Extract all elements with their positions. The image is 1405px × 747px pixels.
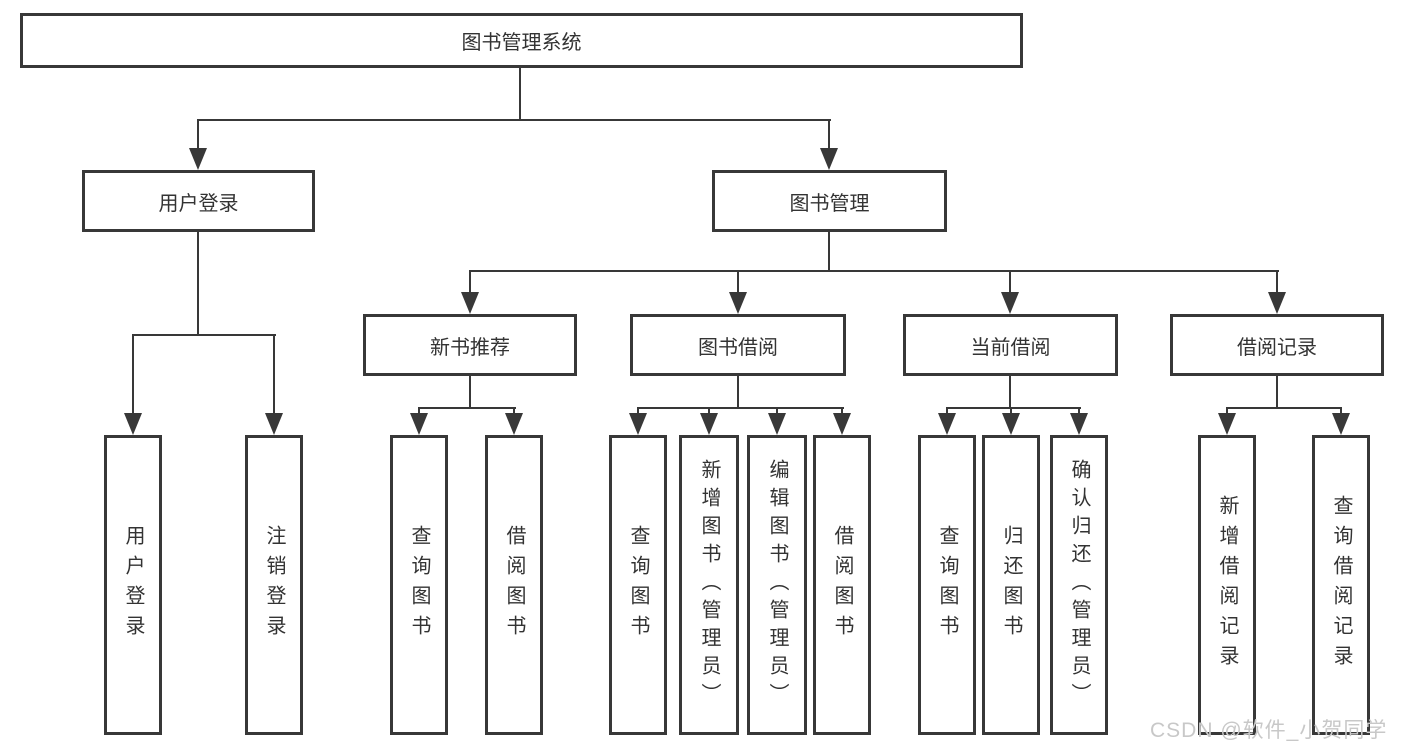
connector-line <box>418 407 420 415</box>
connector-line <box>1226 407 1228 415</box>
arrowhead-down-icon <box>729 292 747 314</box>
arrowhead-down-icon <box>461 292 479 314</box>
connector-line <box>1340 407 1342 415</box>
connector-line <box>737 376 739 409</box>
leaf-add-borrow-record-label: 新增借阅记录 <box>1216 495 1238 675</box>
leaf-edit-books-admin-label: 编辑图书（管理员） <box>766 459 788 711</box>
node-user-login-label: 用户登录 <box>158 192 239 215</box>
connector-line <box>708 407 710 415</box>
arrowhead-down-icon <box>1002 413 1020 435</box>
connector-line <box>1009 270 1011 293</box>
connector-line <box>828 119 830 150</box>
leaf-add-books-admin: 新增图书（管理员） <box>679 435 739 735</box>
connector-line <box>841 407 843 415</box>
node-current-borrow: 当前借阅 <box>903 314 1118 376</box>
connector-line <box>828 232 830 272</box>
leaf-current-query-books: 查询图书 <box>918 435 976 735</box>
leaf-recommend-query-books: 查询图书 <box>390 435 448 735</box>
connector-line <box>418 407 516 409</box>
connector-line <box>946 407 1081 409</box>
connector-line <box>1009 376 1011 409</box>
connector-line <box>469 270 471 293</box>
node-book-borrow: 图书借阅 <box>630 314 846 376</box>
connector-line <box>469 270 1279 272</box>
arrowhead-down-icon <box>1268 292 1286 314</box>
leaf-user-login-label: 用户登录 <box>122 525 144 645</box>
arrowhead-down-icon <box>700 413 718 435</box>
leaf-borrow-query-books-label: 查询图书 <box>627 525 649 645</box>
leaf-borrow-books: 借阅图书 <box>813 435 871 735</box>
node-book-borrow-label: 图书借阅 <box>698 336 778 359</box>
arrowhead-down-icon <box>1332 413 1350 435</box>
node-book-management-label: 图书管理 <box>789 192 870 215</box>
arrowhead-down-icon <box>768 413 786 435</box>
leaf-confirm-return-admin: 确认归还（管理员） <box>1050 435 1108 735</box>
arrowhead-down-icon <box>938 413 956 435</box>
node-user-login: 用户登录 <box>82 170 315 232</box>
connector-line <box>519 68 521 120</box>
arrowhead-down-icon <box>505 413 523 435</box>
leaf-current-query-books-label: 查询图书 <box>936 525 958 645</box>
node-borrow-records: 借阅记录 <box>1170 314 1384 376</box>
connector-line <box>1010 407 1012 415</box>
leaf-logout: 注销登录 <box>245 435 303 735</box>
connector-line <box>273 334 275 414</box>
leaf-recommend-borrow-books-label: 借阅图书 <box>503 525 525 645</box>
leaf-return-books-label: 归还图书 <box>1000 525 1022 645</box>
connector-line <box>1276 376 1278 409</box>
connector-line <box>513 407 515 415</box>
arrowhead-down-icon <box>189 148 207 170</box>
arrowhead-down-icon <box>265 413 283 435</box>
leaf-borrow-query-books: 查询图书 <box>609 435 667 735</box>
connector-line <box>197 232 199 336</box>
connector-line <box>469 376 471 409</box>
leaf-return-books: 归还图书 <box>982 435 1040 735</box>
connector-line <box>737 270 739 293</box>
arrowhead-down-icon <box>1001 292 1019 314</box>
leaf-user-login: 用户登录 <box>104 435 162 735</box>
connector-line <box>637 407 844 409</box>
arrowhead-down-icon <box>833 413 851 435</box>
connector-line <box>132 334 134 414</box>
arrowhead-down-icon <box>410 413 428 435</box>
node-new-book-recommend-label: 新书推荐 <box>430 336 510 359</box>
leaf-add-borrow-record: 新增借阅记录 <box>1198 435 1256 735</box>
leaf-recommend-borrow-books: 借阅图书 <box>485 435 543 735</box>
node-system-root-label: 图书管理系统 <box>461 32 582 54</box>
node-borrow-records-label: 借阅记录 <box>1237 336 1317 359</box>
arrowhead-down-icon <box>124 413 142 435</box>
leaf-borrow-books-label: 借阅图书 <box>831 525 853 645</box>
csdn-watermark: CSDN @软件_小贺同学 <box>1150 719 1388 742</box>
leaf-query-borrow-record: 查询借阅记录 <box>1312 435 1370 735</box>
node-current-borrow-label: 当前借阅 <box>970 336 1051 359</box>
leaf-recommend-query-books-label: 查询图书 <box>408 525 430 645</box>
connector-line <box>1078 407 1080 415</box>
leaf-confirm-return-admin-label: 确认归还（管理员） <box>1068 459 1090 711</box>
connector-line <box>1226 407 1342 409</box>
arrowhead-down-icon <box>1070 413 1088 435</box>
arrowhead-down-icon <box>820 148 838 170</box>
node-new-book-recommend: 新书推荐 <box>363 314 577 376</box>
connector-line <box>637 407 639 415</box>
connector-line <box>776 407 778 415</box>
leaf-logout-label: 注销登录 <box>263 525 285 645</box>
arrowhead-down-icon <box>1218 413 1236 435</box>
leaf-edit-books-admin: 编辑图书（管理员） <box>747 435 807 735</box>
connector-line <box>197 119 199 150</box>
node-system-root: 图书管理系统 <box>20 13 1023 68</box>
node-book-management: 图书管理 <box>712 170 947 232</box>
connector-line <box>132 334 276 336</box>
connector-line <box>946 407 948 415</box>
leaf-add-books-admin-label: 新增图书（管理员） <box>698 459 720 711</box>
arrowhead-down-icon <box>629 413 647 435</box>
connector-line <box>1276 270 1278 293</box>
connector-line <box>197 119 831 121</box>
leaf-query-borrow-record-label: 查询借阅记录 <box>1330 495 1352 675</box>
